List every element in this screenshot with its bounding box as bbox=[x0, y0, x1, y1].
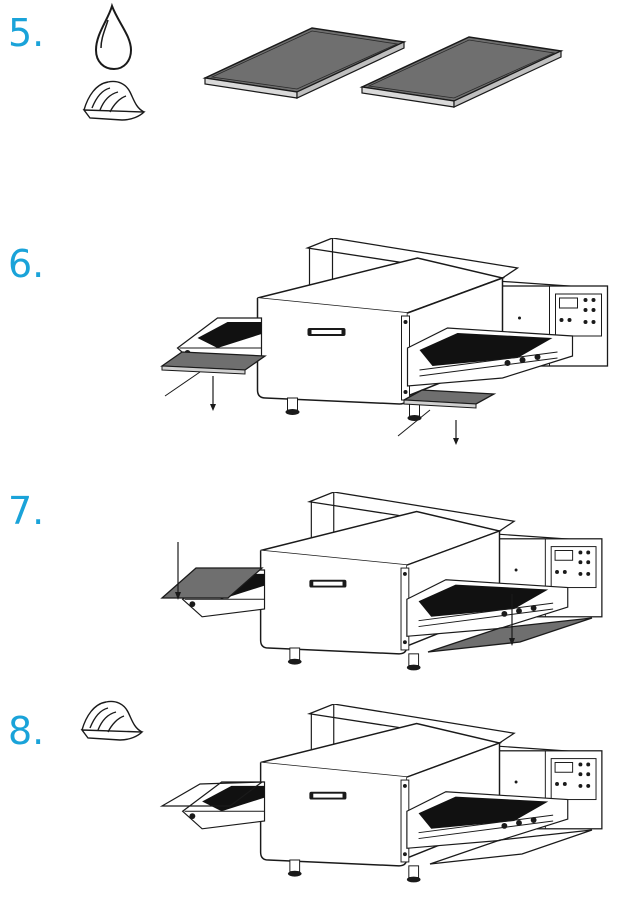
cloth-icon bbox=[80, 700, 144, 741]
step-6-illustration bbox=[0, 236, 618, 451]
step-number-7: 7. bbox=[8, 489, 45, 533]
drip-tray-right-inserted bbox=[427, 594, 593, 653]
conveyor-oven bbox=[181, 704, 603, 884]
step-number-5: 5. bbox=[8, 11, 45, 55]
drip-tray-right bbox=[359, 36, 564, 108]
step-number-8: 8. bbox=[8, 709, 45, 753]
water-drop-icon bbox=[94, 2, 133, 71]
drip-tray-left-inserted bbox=[160, 542, 264, 600]
drip-tray-right-installed bbox=[429, 829, 593, 865]
step-number-6: 6. bbox=[8, 242, 45, 286]
conveyor-oven bbox=[176, 238, 609, 422]
drip-tray-left-removed bbox=[160, 351, 267, 411]
cloth-icon bbox=[82, 80, 146, 121]
step-5-illustration bbox=[0, 0, 618, 150]
step-7-illustration bbox=[0, 490, 618, 690]
drip-tray-left-installed bbox=[159, 781, 264, 807]
drip-tray-left bbox=[202, 27, 407, 99]
step-8-illustration bbox=[0, 700, 618, 900]
drip-tray-right-removed bbox=[397, 389, 497, 445]
